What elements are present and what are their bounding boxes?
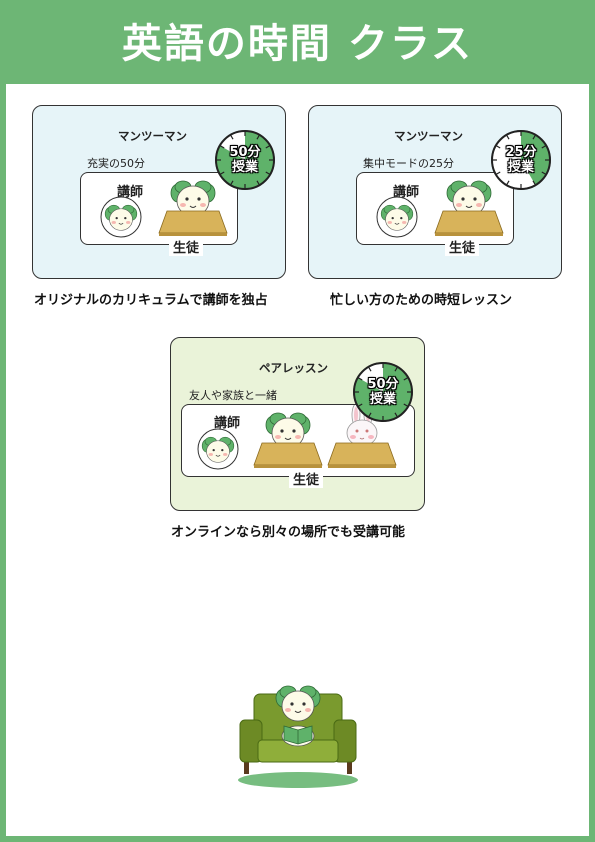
- card-caption: オンラインなら別々の場所でも受講可能: [171, 525, 406, 540]
- card-subtitle: 集中モードの25分: [363, 157, 454, 170]
- clock-duration: 25分: [505, 145, 537, 160]
- clock-label: 授業: [231, 160, 258, 175]
- teacher-mascot-icon: [197, 428, 239, 470]
- card-subtitle: 充実の50分: [87, 157, 145, 170]
- clock-label: 授業: [507, 160, 534, 175]
- clock-wedge: [521, 131, 550, 186]
- clock-face: [215, 130, 275, 190]
- class-card-manto-man-50: マンツーマン 充実の50分 講師 生徒 50分 授業: [32, 105, 286, 279]
- lesson-clock-icon: 50分 授業: [213, 128, 277, 192]
- lesson-frame: 講師: [356, 172, 514, 245]
- clock-duration: 50分: [229, 145, 261, 160]
- student-label: 生徒: [445, 237, 480, 256]
- lesson-clock-icon: 25分 授業: [489, 128, 553, 192]
- page-title: 英語の時間 クラス: [121, 21, 474, 67]
- lesson-frame: 講師: [181, 404, 415, 477]
- student-mascot-icon: [253, 412, 323, 469]
- student-label: 生徒: [289, 469, 324, 488]
- mascot-on-sofa-illustration: [238, 685, 358, 788]
- class-card-pair-lesson: ペアレッスン 友人や家族と一緒 講師 生徒 50分 授業: [170, 337, 425, 511]
- card-caption: オリジナルのカリキュラムで講師を独占: [34, 293, 268, 308]
- card-caption: 忙しい方のための時短レッスン: [330, 293, 513, 308]
- card-title: マンツーマン: [394, 129, 463, 143]
- clock-label: 授業: [369, 392, 396, 407]
- content-panel: マンツーマン 充実の50分 講師 生徒 50分 授業 オリジナルのカリキュラムで…: [6, 84, 589, 836]
- teacher-mascot-icon: [100, 196, 142, 238]
- teacher-label: 講師: [117, 185, 144, 200]
- card-subtitle: 友人や家族と一緒: [189, 389, 277, 402]
- teacher-label: 講師: [214, 416, 241, 431]
- card-title: マンツーマン: [118, 129, 187, 143]
- clock-face: [353, 362, 413, 422]
- clock-wedge: [354, 363, 412, 421]
- lesson-clock-icon: 50分 授業: [351, 360, 415, 424]
- clock-face: [491, 130, 551, 190]
- teacher-label: 講師: [393, 185, 420, 200]
- clock-wedge: [216, 131, 274, 189]
- student-label: 生徒: [169, 237, 204, 256]
- teacher-mascot-icon: [376, 196, 418, 238]
- card-title: ペアレッスン: [259, 361, 328, 375]
- header-bar: 英語の時間 クラス: [0, 0, 595, 80]
- class-card-manto-man-25: マンツーマン 集中モードの25分 講師 生徒 25分 授業: [308, 105, 562, 279]
- clock-duration: 50分: [367, 377, 399, 392]
- lesson-frame: 講師: [80, 172, 238, 245]
